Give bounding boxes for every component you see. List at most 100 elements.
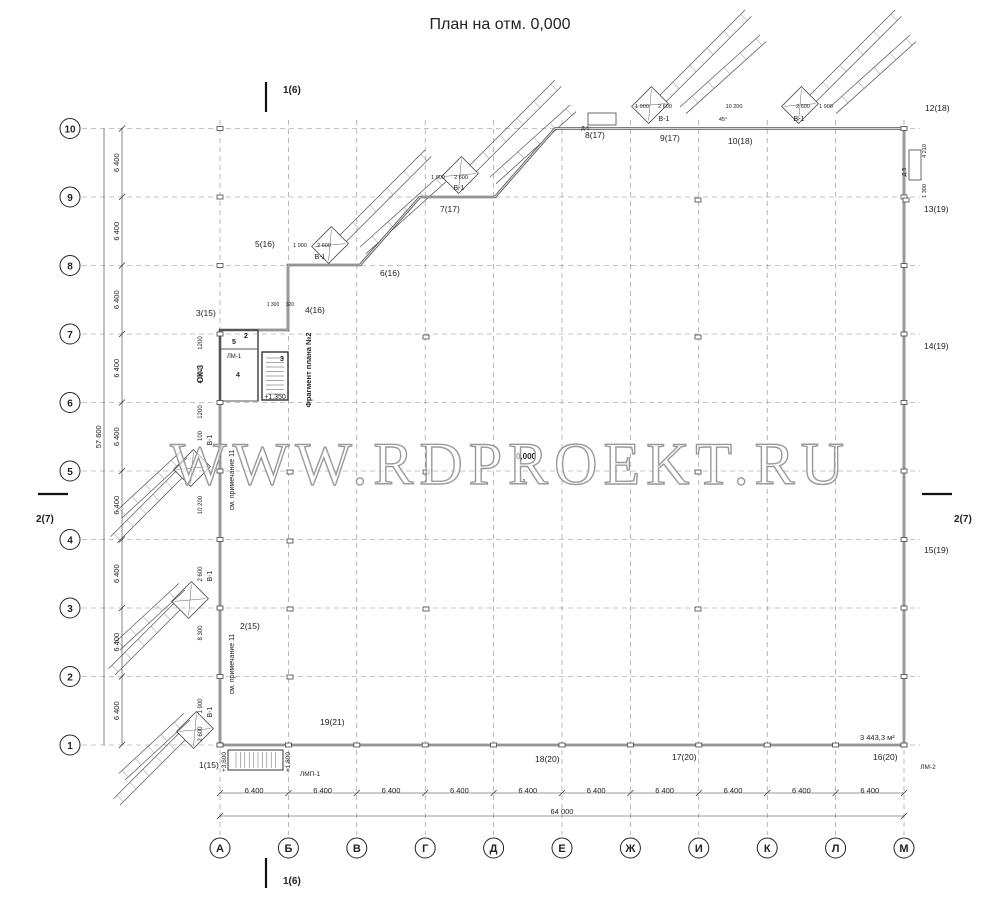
dim-label: 6 400 — [518, 786, 537, 795]
axis-label: К — [764, 843, 771, 855]
dim-label: 6 400 — [313, 786, 332, 795]
dim-label: 6 400 — [382, 786, 401, 795]
annotation: В-1 — [794, 116, 805, 123]
ramp-top-3-b-tick — [691, 96, 699, 104]
column-6 — [627, 742, 634, 748]
node-callout: 3(15) — [196, 308, 216, 318]
ramp-left-2-a-tick — [124, 652, 132, 659]
dim-label-total: 57 600 — [94, 425, 103, 448]
ramp-top-4-platform-x2 — [798, 89, 802, 121]
ramp-top-2-b-tick — [533, 137, 541, 145]
annotation: 320 — [286, 302, 295, 308]
dim-label: 6 400 — [587, 786, 606, 795]
axis-circle-А — [209, 837, 231, 859]
column-1 — [284, 742, 292, 748]
annotation: 2 600 — [454, 175, 468, 181]
section-label: 2(7) — [36, 514, 54, 525]
ramp-left-3-a-rail-0 — [119, 739, 186, 806]
dim-tick — [832, 789, 839, 797]
ramp-top-3-platform-x2 — [648, 89, 652, 121]
axis-label: Е — [558, 843, 565, 855]
axis-circle-Ж — [619, 837, 641, 859]
ramp-top-2-platform-x2 — [458, 159, 462, 191]
axis-circle-Д — [483, 837, 505, 859]
ramp-left-2-a-rail-1 — [108, 603, 174, 669]
node-callout: 12(18) — [925, 103, 950, 113]
axis-label: 6 — [67, 399, 73, 410]
axis-label: 10 — [64, 125, 76, 136]
column-21 — [216, 400, 224, 405]
ramp-left-2-b-tick — [142, 616, 150, 624]
column-32 — [694, 334, 702, 340]
ramp-top-4-b-rail-1 — [835, 41, 917, 114]
ramp-top-1-b-tick — [371, 236, 379, 244]
exterior-wall-core — [219, 128, 905, 746]
ramp-left-3-b-rail-0 — [124, 719, 191, 781]
node-callout: 16(20) — [873, 752, 898, 762]
annotation: 1 300 — [922, 184, 928, 198]
dim-label: 6 400 — [245, 786, 264, 795]
axis-label: 2 — [67, 673, 73, 684]
columns — [216, 126, 910, 748]
node-callout: 2(15) — [240, 621, 260, 631]
ramp-left-1-b-rail-1 — [115, 451, 182, 512]
annotation: 2 600 — [658, 104, 672, 110]
annotation: В-1 — [315, 254, 326, 261]
dim-tick — [118, 330, 126, 338]
axis-circle-6 — [59, 392, 81, 413]
axis-label: 7 — [67, 330, 73, 341]
section-marks: 1(6)1(6)2(7)2(7) — [36, 82, 972, 888]
annotation: Д-5 — [581, 126, 590, 132]
ramp-top-4-b-tick — [857, 81, 865, 89]
ramp-top-3-platform — [631, 86, 669, 124]
annotation: 2 600 — [317, 243, 331, 249]
axis-label: Д — [490, 843, 498, 855]
dim-label: 6 400 — [860, 786, 879, 795]
dim-label: 6 400 — [112, 701, 121, 720]
ramp-left-1-a-rail-0 — [116, 477, 183, 544]
ramp-top-4-b-tick — [889, 52, 897, 60]
axis-label: М — [899, 843, 908, 855]
axis-label: И — [695, 843, 703, 855]
column-33 — [286, 469, 294, 475]
section-label: 2(7) — [954, 514, 972, 525]
column-8 — [763, 742, 771, 748]
dim-tick — [421, 789, 429, 797]
ramp-left-1-b-tick — [131, 496, 139, 504]
node-callout: 6(16) — [380, 268, 400, 278]
annotation: 4 210 — [922, 144, 928, 158]
dim-tick — [353, 789, 361, 797]
dim-tick — [118, 741, 126, 749]
dim-label: 6 400 — [655, 786, 674, 795]
axis-label: В — [353, 843, 361, 855]
ramp-left-3-b-tick — [121, 770, 129, 778]
ramp-left-1-a-tick — [126, 520, 134, 527]
axis-circle-Б — [277, 837, 299, 859]
ramp-left-1-b-tick — [157, 472, 165, 480]
ramp-top-1-a-tick — [352, 222, 360, 229]
annotation: В-1 — [454, 185, 465, 192]
ramp-left-3-b-tick — [147, 746, 155, 754]
column-25 — [216, 263, 224, 268]
column-31 — [422, 334, 430, 340]
dim-tick — [763, 789, 771, 797]
ramp-top-4-b-rail-0 — [829, 34, 911, 108]
axis-circle-7 — [59, 323, 81, 345]
annotation: ОК-3 — [196, 364, 205, 383]
ramp-top-1-b-tick — [435, 178, 443, 186]
ramp-left-1-a-tick — [165, 481, 173, 488]
annotation: +3,600 — [221, 752, 228, 772]
node-callout: 8(17) — [585, 130, 605, 140]
ramp-top-3-a-tick — [706, 48, 714, 55]
annotation: 10 200 — [198, 495, 204, 514]
ramp-left-3-a-tick — [142, 769, 150, 776]
stair-block — [227, 112, 922, 771]
axis-circle-10 — [59, 118, 81, 139]
column-35 — [694, 469, 702, 475]
column-40 — [694, 197, 702, 203]
ramp-left-3-b-tick — [173, 722, 181, 730]
dim-tick — [490, 789, 497, 797]
